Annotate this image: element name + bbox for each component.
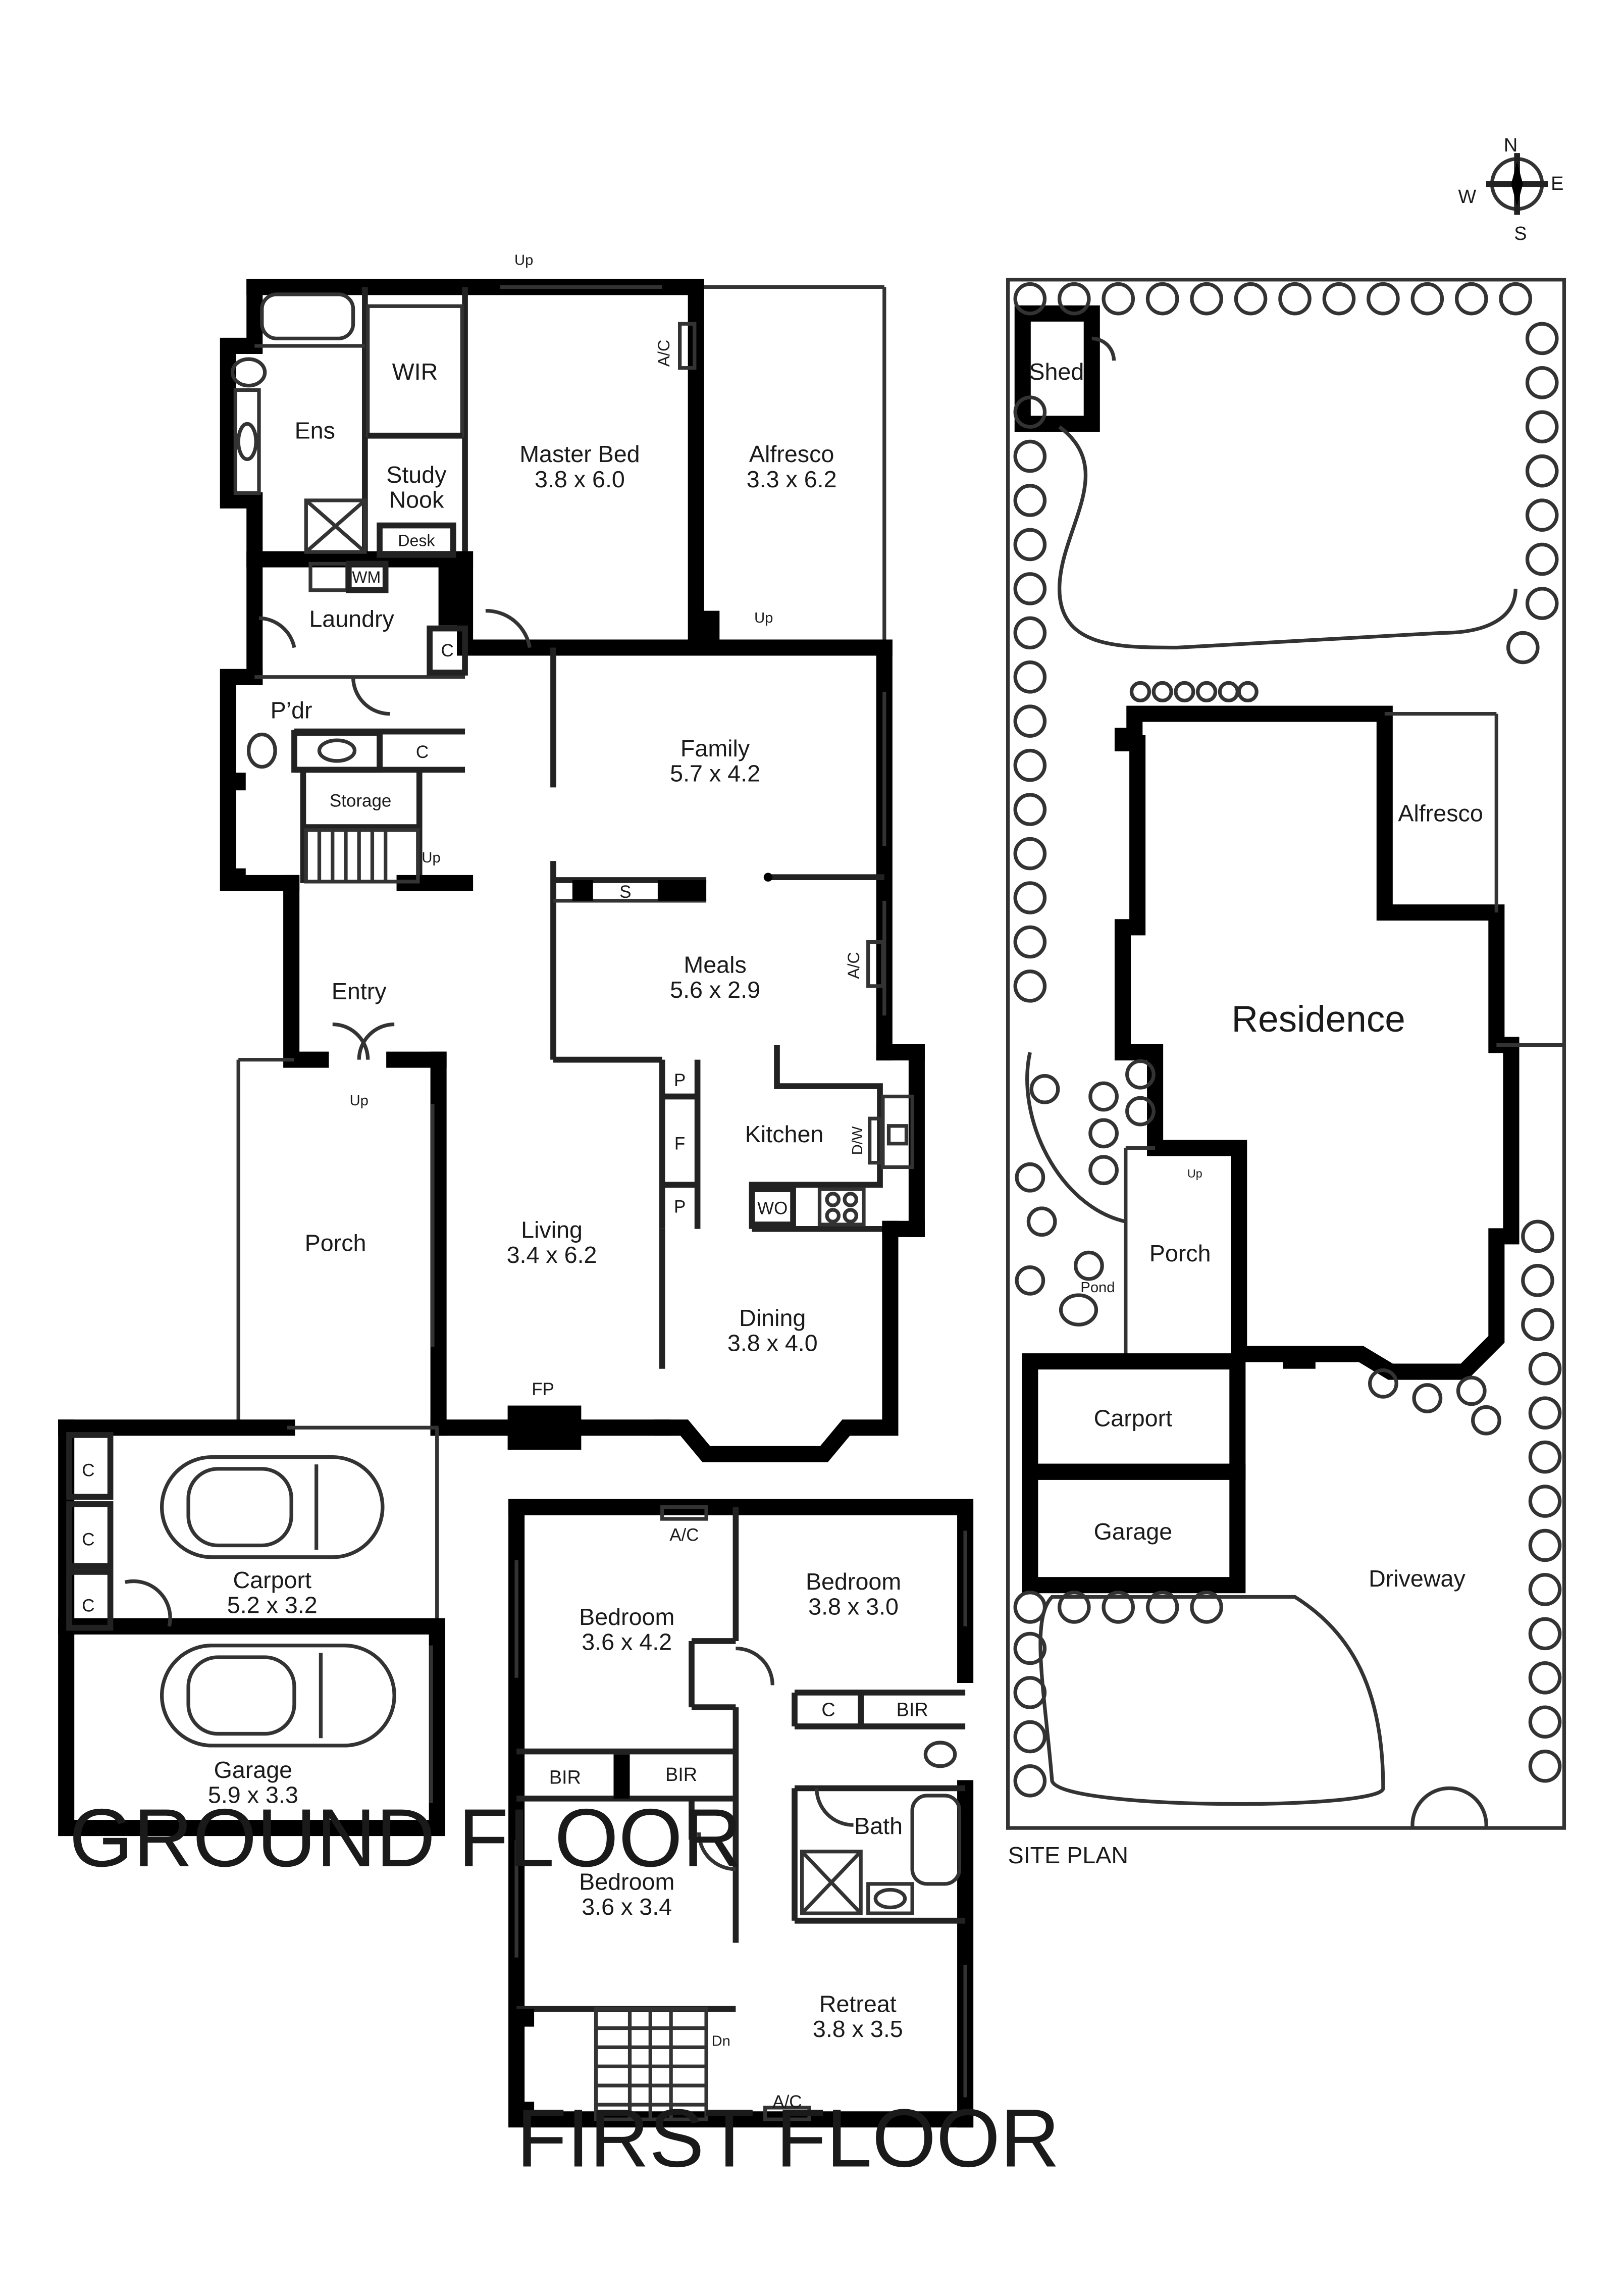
first-bir-label-2: BIR (549, 1767, 581, 1789)
site-driveway-label: Driveway (1369, 1565, 1465, 1592)
s-label: S (619, 882, 631, 902)
meals-dim: 5.6 x 2.9 (670, 977, 760, 1003)
laundry-cupboard-label: C (441, 641, 453, 660)
first-floor-title: FIRST FLOOR (516, 2092, 1060, 2184)
ens-label: Ens (295, 418, 335, 444)
carport-garage-block (58, 1419, 445, 1836)
living-dim: 3.4 x 6.2 (507, 1242, 597, 1268)
fridge-label: F (674, 1134, 685, 1153)
carport-dim: 5.2 x 3.2 (227, 1592, 318, 1618)
pdr-cupboard-label: C (416, 742, 429, 762)
site-shed-label: Shed (1029, 359, 1084, 385)
compass-n: N (1504, 135, 1517, 156)
laundry-label: Laundry (309, 606, 394, 632)
master-bed-dim: 3.8 x 6.0 (535, 466, 625, 492)
first-c-label: C (821, 1700, 835, 1721)
bedroom3-dim: 3.6 x 3.4 (582, 1894, 672, 1920)
family-label: Family (680, 735, 750, 761)
bedroom3-label: Bedroom (579, 1869, 674, 1895)
ground-stairs (304, 828, 420, 884)
wm-label: WM (352, 568, 381, 586)
pantry-label-1: P (674, 1070, 686, 1090)
tree-icon-row (1013, 282, 1562, 1798)
ground-floor-walls (220, 279, 925, 1462)
alfresco-label: Alfresco (749, 441, 834, 467)
first-bir-label-3: BIR (665, 1764, 697, 1785)
site-alfresco-label: Alfresco (1398, 800, 1483, 826)
site-residence-label: Residence (1231, 999, 1405, 1040)
family-dim: 5.7 x 4.2 (670, 760, 760, 787)
master-ac-label: A/C (655, 340, 673, 367)
site-up-label: Up (1187, 1167, 1202, 1180)
first-ac-top-label: A/C (669, 1525, 699, 1545)
car-icon-carport (160, 1455, 385, 1559)
site-porch-label: Porch (1149, 1240, 1211, 1266)
garage-dim: 5.9 x 3.3 (208, 1782, 298, 1808)
kitchen-label: Kitchen (745, 1121, 824, 1147)
desk-label: Desk (398, 531, 435, 549)
compass-e: E (1551, 173, 1563, 194)
master-up-label: Up (514, 252, 533, 269)
carport-c1-label: C (82, 1460, 94, 1480)
master-bed-label: Master Bed (519, 441, 640, 467)
study-label: Study (386, 462, 447, 488)
dining-label: Dining (739, 1305, 806, 1331)
dining-dim: 3.8 x 4.0 (727, 1330, 818, 1356)
nook-label: Nook (389, 487, 444, 513)
alfresco-up-label: Up (754, 610, 773, 626)
bedroom1-dim: 3.6 x 4.2 (582, 1628, 672, 1655)
living-label: Living (521, 1216, 583, 1243)
carport-c2-label: C (82, 1529, 94, 1549)
pdr-label: P’dr (271, 697, 312, 723)
pantry-label-2: P (674, 1197, 686, 1217)
compass-s: S (1514, 223, 1527, 244)
site-pond-label: Pond (1080, 1280, 1115, 1296)
bedroom1-label: Bedroom (579, 1604, 674, 1630)
porch-label: Porch (305, 1230, 367, 1256)
first-ac-bottom-label: A/C (772, 2092, 802, 2112)
ground-floor-title: GROUND FLOOR (69, 1792, 742, 1884)
first-bir-label-1: BIR (897, 1700, 928, 1721)
dn-label: Dn (712, 2033, 730, 2049)
carport-c3-label: C (82, 1596, 94, 1616)
bedroom2-dim: 3.8 x 3.0 (808, 1593, 899, 1619)
carport-label: Carport (233, 1567, 311, 1593)
entry-up-label: Up (350, 1093, 369, 1109)
stairs-up-label: Up (422, 850, 440, 866)
site-plan-title: SITE PLAN (1008, 1842, 1128, 1868)
wo-label: WO (757, 1199, 788, 1218)
fp-label: FP (532, 1380, 554, 1399)
meals-label: Meals (684, 952, 746, 978)
car-icon-garage (160, 1644, 396, 1748)
site-plan-drawing (1006, 278, 1566, 1830)
bath-label: Bath (854, 1813, 903, 1839)
bedroom2-label: Bedroom (806, 1568, 901, 1595)
entry-label: Entry (332, 978, 387, 1004)
garage-label: Garage (214, 1757, 293, 1783)
site-carport-label: Carport (1094, 1405, 1173, 1431)
dw-label: D/W (850, 1126, 866, 1155)
wir-label: WIR (392, 359, 438, 385)
retreat-dim: 3.8 x 3.5 (813, 2016, 903, 2042)
first-stairs (594, 2007, 708, 2121)
compass-w: W (1458, 186, 1477, 208)
site-garage-label: Garage (1094, 1518, 1173, 1545)
retreat-label: Retreat (819, 1991, 897, 2017)
compass-icon: N E S W (1458, 135, 1564, 244)
meals-ac-label: A/C (845, 952, 863, 979)
alfresco-dim: 3.3 x 6.2 (747, 466, 837, 492)
first-floor-walls (508, 1499, 974, 2128)
storage-label: Storage (330, 791, 391, 810)
